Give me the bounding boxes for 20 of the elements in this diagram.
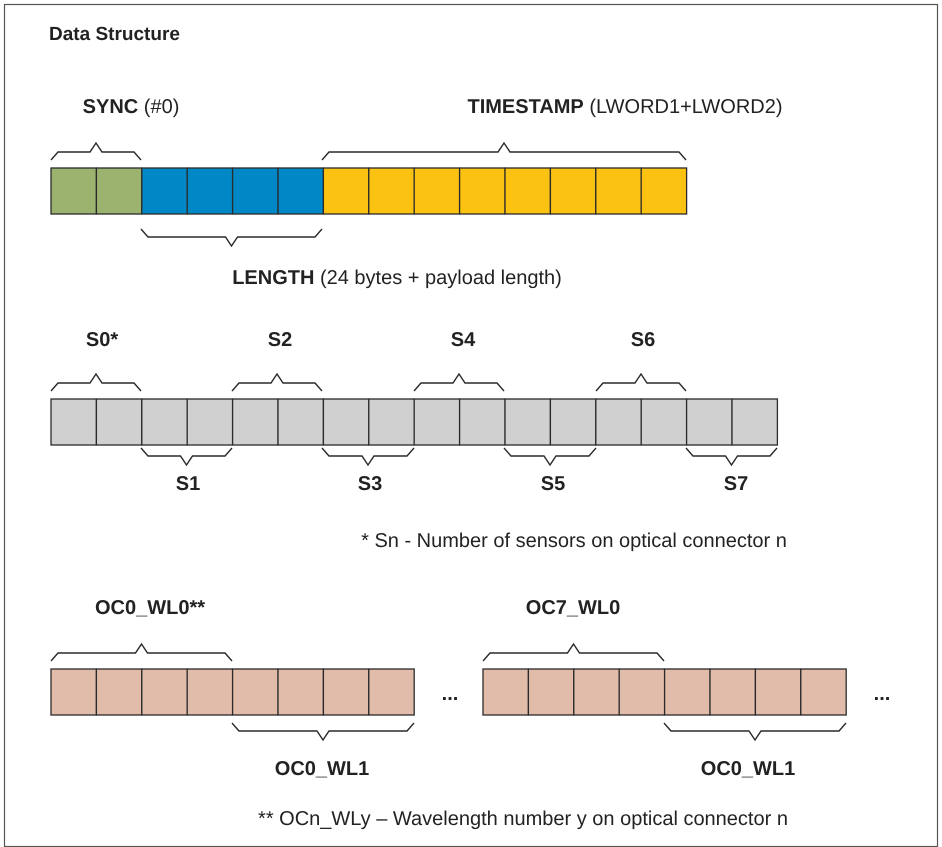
diagram-title: Data Structure [49, 24, 180, 46]
field-label: OC0_WL1 [274, 757, 370, 781]
ellipsis: ... [874, 682, 890, 706]
field-label: TIMESTAMP (LWORD1+LWORD2) [467, 95, 783, 119]
field-label: S0* [86, 328, 118, 352]
field-label: S5 [540, 472, 566, 496]
field-label: SYNC (#0) [82, 95, 180, 119]
field-label: S7 [724, 472, 748, 496]
footnote: * Sn - Number of sensors on optical connector n [361, 529, 787, 553]
field-label: S1 [176, 472, 200, 496]
field-label: S3 [358, 472, 382, 496]
field-label: LENGTH (24 bytes + payload length) [232, 266, 562, 290]
field-label: OC0_WL1 [700, 757, 796, 781]
footnote: ** OCn_WLy – Wavelength number y on optical connector n [258, 807, 788, 831]
ellipsis: ... [442, 682, 458, 706]
field-label: OC7_WL0 [526, 596, 620, 620]
field-label: OC0_WL0** [94, 596, 206, 620]
field-label: S6 [630, 328, 656, 352]
field-label: S4 [450, 328, 476, 352]
field-label: S2 [268, 328, 292, 352]
